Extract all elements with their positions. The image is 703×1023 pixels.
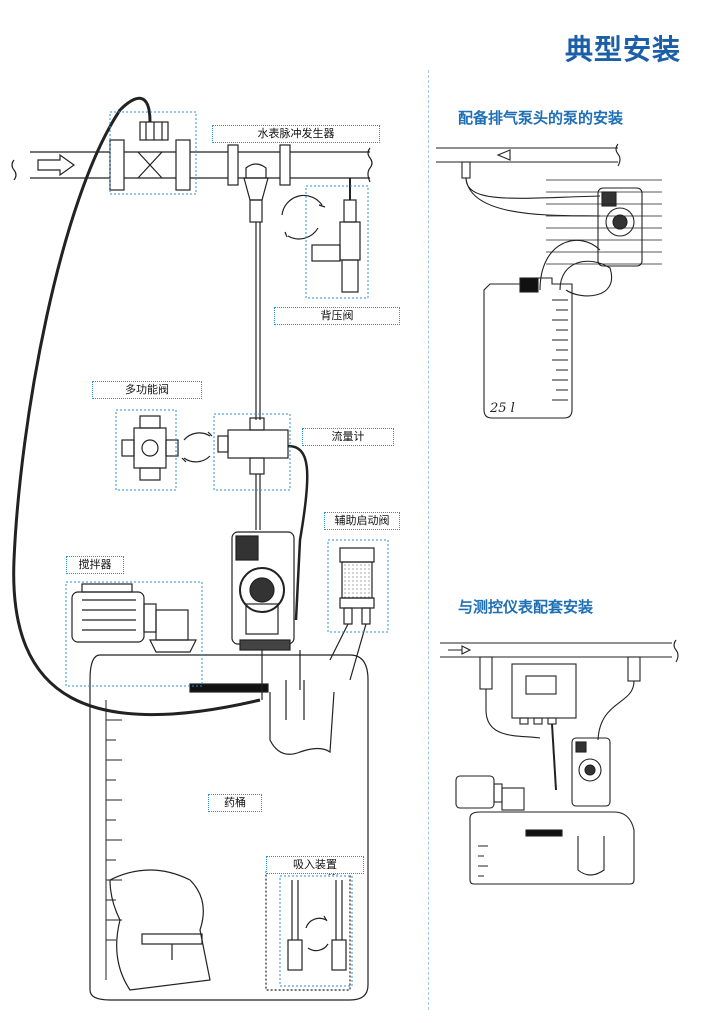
label-frames bbox=[65, 111, 389, 987]
label-flow-meter: 流量计 bbox=[302, 428, 394, 446]
page-title: 典型安装 bbox=[564, 33, 681, 66]
flow-meter-body bbox=[217, 417, 309, 621]
metering-pump bbox=[231, 531, 295, 651]
tank-volume-label: 25 l bbox=[489, 401, 515, 416]
label-multifunction-valve: 多功能阀 bbox=[92, 381, 202, 399]
controller-diagram bbox=[440, 639, 679, 885]
tank-scale bbox=[105, 700, 122, 980]
suction-device-body bbox=[265, 859, 351, 991]
label-agitator: 搅拌器 bbox=[66, 556, 124, 574]
multifunction-valve-body bbox=[121, 415, 213, 481]
signal-cable bbox=[12, 96, 261, 717]
main-pipe bbox=[30, 139, 373, 191]
chemical-tank bbox=[89, 654, 369, 1001]
flow-direction-arrow bbox=[11, 153, 76, 181]
controller-section-title: 与测控仪表配套安装 bbox=[458, 598, 594, 616]
column-divider bbox=[428, 70, 429, 1010]
back-pressure-valve bbox=[281, 178, 361, 293]
label-aux-start-valve: 辅助启动阀 bbox=[324, 512, 400, 530]
aux-start-valve-body bbox=[329, 547, 375, 681]
degas-section-title: 配备排气泵头的泵的安装 bbox=[458, 109, 624, 127]
degas-diagram bbox=[436, 143, 662, 419]
suction-line bbox=[261, 650, 301, 700]
injection-valve bbox=[243, 163, 269, 420]
label-tank: 药桶 bbox=[208, 794, 262, 812]
label-pulse-generator: 水表脉冲发生器 bbox=[212, 125, 380, 143]
label-suction-device: 吸入装置 bbox=[266, 856, 364, 874]
agitator-body bbox=[71, 583, 197, 653]
label-back-pressure-valve: 背压阀 bbox=[274, 307, 400, 325]
